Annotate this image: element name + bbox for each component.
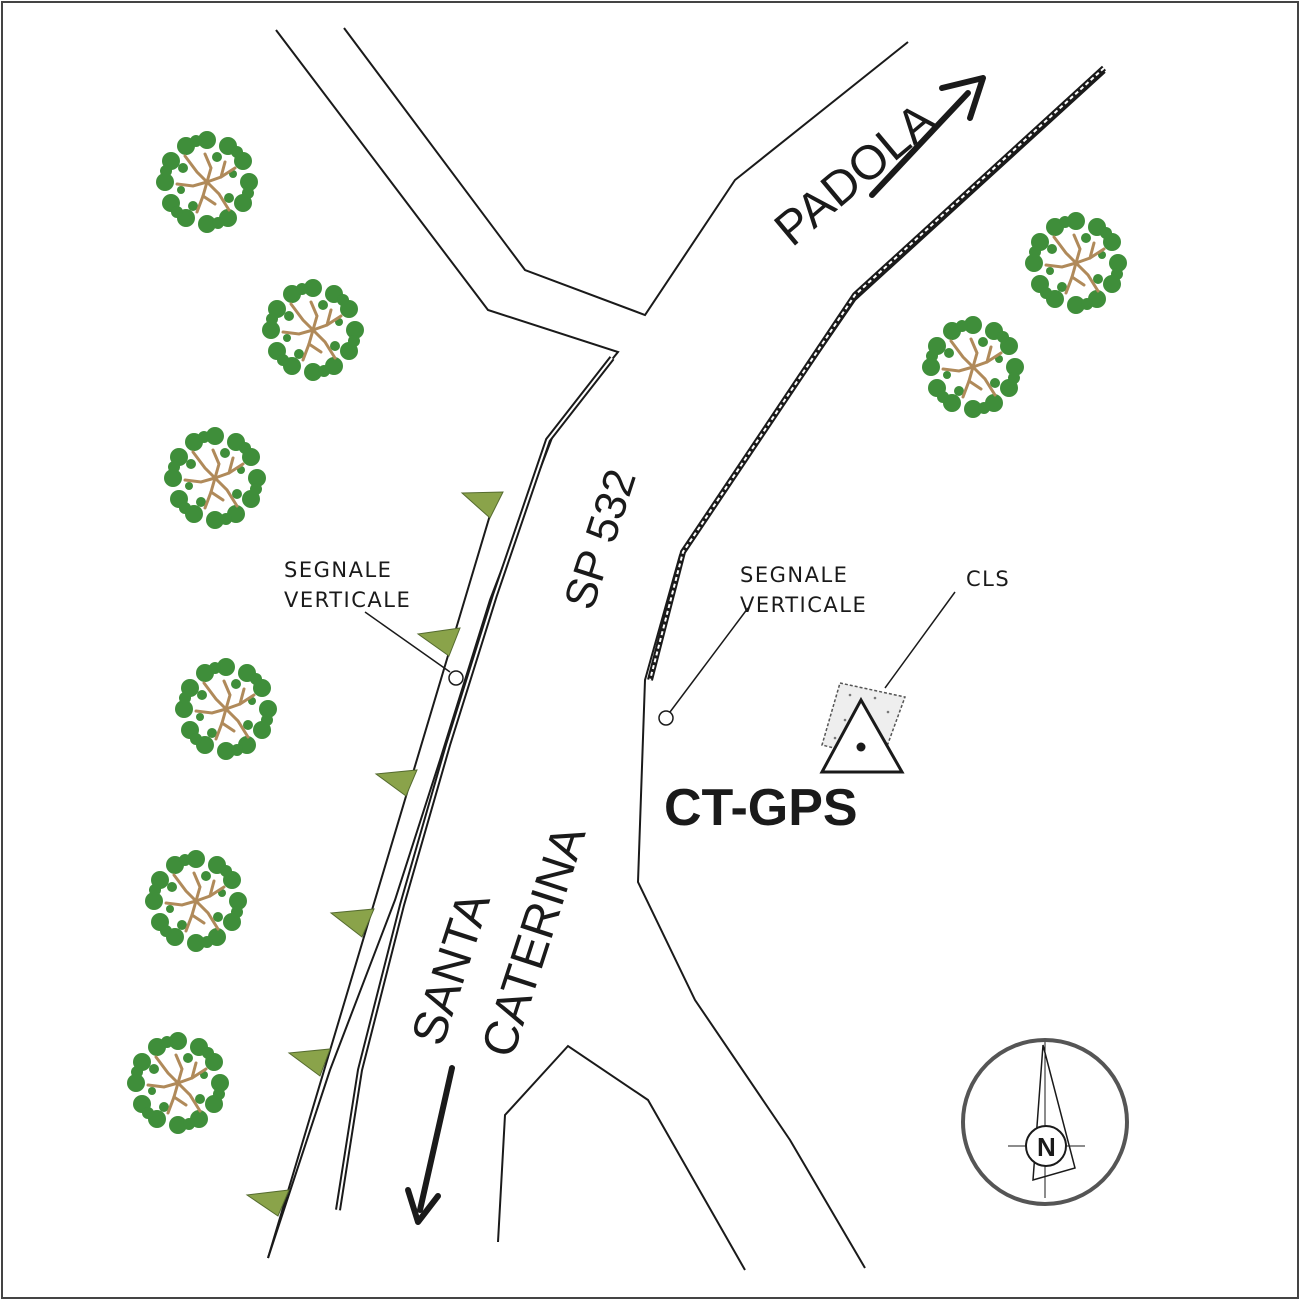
- station-label: CT-GPS: [664, 779, 858, 837]
- triangle-marker-icon: [460, 491, 504, 519]
- trees: [125, 129, 1129, 1136]
- embankment-line: [267, 494, 497, 1259]
- segnale-left-line1: SEGNALE: [284, 558, 392, 582]
- road-right-top-edge: [343, 27, 909, 317]
- compass-icon: N: [961, 1038, 1129, 1206]
- triangle-marker-icon: [245, 1189, 290, 1217]
- road-name-label: SP 532: [555, 463, 646, 615]
- tree-icon: [1023, 210, 1129, 316]
- road-left-edge: [267, 29, 620, 1259]
- destination-south-line2: CATERINA: [472, 820, 596, 1064]
- triangle-marker-icon: [374, 769, 418, 797]
- sign-marker-left: [448, 670, 464, 686]
- tree-icon: [173, 656, 279, 762]
- triangle-marker-icon: [287, 1048, 331, 1077]
- road-lower-island-edge: [497, 1044, 746, 1271]
- segnale-left-line2: VERTICALE: [284, 588, 411, 612]
- survey-point-icon: [819, 696, 905, 774]
- tree-icon: [162, 425, 268, 531]
- tree-icon: [260, 277, 366, 383]
- compass-north-letter: N: [1037, 1132, 1056, 1162]
- arrow-icon: [405, 1065, 455, 1225]
- tree-icon: [125, 1030, 231, 1136]
- tree-icon: [920, 314, 1026, 420]
- tree-icon: [143, 848, 249, 954]
- triangle-marker-icon: [329, 908, 375, 938]
- segnale-right-line2: VERTICALE: [740, 593, 867, 617]
- cls-label: CLS: [966, 567, 1010, 591]
- triangle-marker-icon: [416, 627, 461, 657]
- tree-icon: [154, 129, 260, 235]
- segnale-right-line1: SEGNALE: [740, 563, 848, 587]
- guardrail-left: [335, 356, 615, 1211]
- sign-marker-right: [658, 710, 674, 726]
- arrow-icon: [869, 75, 986, 198]
- destination-north-label: PADOLA: [765, 93, 946, 256]
